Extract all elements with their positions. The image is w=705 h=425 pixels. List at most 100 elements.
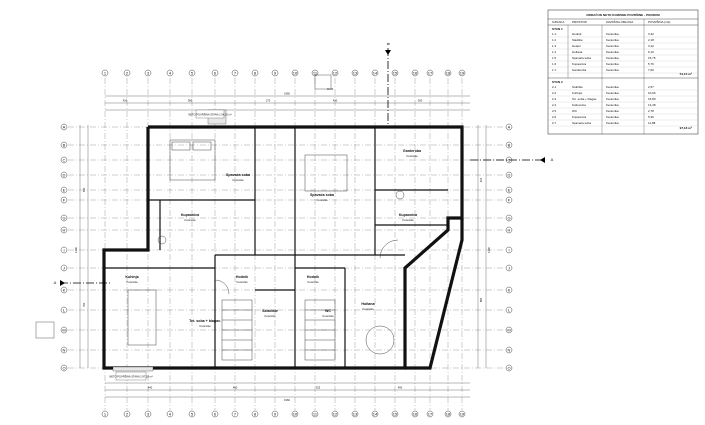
room-label: Tet. soba + blagav. [189,319,221,323]
grid-bubble-left [60,156,68,164]
grid-label-bottom: 4 [169,411,172,416]
room-label: Spavaća soba [226,173,251,177]
grid-bubble-top [211,69,219,77]
grid-bubble-bottom [231,410,239,418]
table-unit2-cell: 2,57 [648,85,654,89]
grid-bubble-top [391,69,399,77]
table-unit1-cell: Sladište [572,38,583,42]
bed-2 [304,154,348,192]
table-unit1-cell: 5,76 [648,62,654,66]
table-unit1-cell: 2,18 [648,38,654,42]
grid-bubble-top [411,69,419,77]
grid-label-left: J [63,265,65,270]
grid-label-top: 16 [413,70,418,75]
grid-label-right: D [508,172,511,177]
grid-label-left: G [62,215,65,220]
grid-bubble-bottom [426,410,434,418]
table-unit1-cell: 3,12 [648,44,654,48]
grid-bubble-bottom [444,410,452,418]
section-lines: A A B [54,43,554,286]
grid-bubble-bottom [291,410,299,418]
grid-bubble-bottom [144,410,152,418]
table-unit2-cell: Kupaonica [572,115,587,119]
grid-bubble-left [60,196,68,204]
washbasin-2 [395,190,405,200]
grid-label-bottom: 14 [373,411,378,416]
table-unit1-cell: Keramika [606,62,619,66]
grid-bubble-top [331,69,339,77]
grid-label-right: N [508,347,511,352]
grid-bubble-right [505,346,513,354]
grid-label-right: I [508,247,509,252]
grid-bubble-left [60,326,68,334]
room-label: WC [325,309,331,313]
grid-label-left: O [62,365,65,370]
site-marker-left [35,321,55,339]
room-sub: Keramika [403,218,415,222]
dim-bottom-total: 1960 [284,398,290,402]
grid-label-left: D [63,172,66,177]
room-sub: Keramika [127,280,139,284]
table-frame [547,9,699,135]
grid-bubble-bottom [458,410,466,418]
dim-top-c: 170 [266,99,271,103]
section-b-top: B [386,43,391,46]
grid-bubble-bottom [351,410,359,418]
grid-label-top: 6 [214,70,217,75]
furniture [127,139,405,361]
grid-label-left: I [63,247,64,252]
grid-bubble-left [60,264,68,272]
grid-bubble-bottom [271,410,279,418]
grid-bubble-left [60,214,68,222]
interior-walls [104,127,448,368]
dining-table [127,289,157,346]
grid-label-bottom: 19 [460,411,465,416]
notes: NETO POVRŠINA STANA 1 54,10 m² NETO POVR… [35,74,334,381]
grid-label-top: 15 [393,70,398,75]
grid-bubble-top [371,69,379,77]
section-arrow-right [540,157,545,163]
grid-label-right: L [508,307,511,312]
table-unit2-cell: Keramika [606,103,619,107]
note-unit1: NETO POVRŠINA STANA 1 54,10 m² [188,112,231,117]
outer-wall-slanted [405,218,464,370]
dim-bottom-b: 460 [233,386,238,390]
grid-label-bottom: 15 [393,411,398,416]
round-table [365,325,395,355]
grid-label-top: 10 [293,70,298,75]
room-sub: Keramika [323,314,335,318]
grid-bubble-top [166,69,174,77]
table-unit1-cell: Keramika [606,32,619,36]
table-title: OBRAČUN NETO KORISNE POVRŠINE - PODRUM [586,12,660,17]
note-unit2: NETO POVRŠINA STANA 2 97,18 m² [109,374,152,379]
grid-label-bottom: 6 [214,411,217,416]
grid-label-top: 8 [254,70,257,75]
grid-label-bottom: 17 [428,411,433,416]
grid-label-top: 5 [191,70,194,75]
room-sub: Keramika [233,178,245,182]
grid-label-left: N [63,347,66,352]
grid-bubble-right [505,226,513,234]
table-unit2-cell: 2.2 [552,91,557,95]
grid-bubble-right [505,171,513,179]
table-unit2-cell: WC [572,109,578,113]
grid-label-bottom: 12 [333,411,338,416]
table-unit2-cell: 2.7 [552,121,557,125]
table-unit2-label: STAN 2 [552,80,563,84]
grid-bubble-top [444,69,452,77]
grid-bubble-right [505,326,513,334]
table-header-2: PROSTOR [572,20,588,24]
dimensions-left: 1290 530 760 [74,125,89,368]
grid-bubble-top [458,69,466,77]
table-unit1-cell: Holtana [572,50,583,54]
table-unit1-cell: 3,32 [648,32,654,36]
room-sub: Keramika [317,198,329,202]
table-unit1-cell: 1.3 [552,44,557,48]
grid-label-bottom: 10 [293,411,298,416]
room-label: Kupaonica [181,213,200,217]
door-swing-2 [214,279,230,295]
grid-bubble-left [60,346,68,354]
dimensions-bottom: 1960 440 460 325 490 [105,382,470,402]
dim-bottom-a: 440 [148,386,153,390]
